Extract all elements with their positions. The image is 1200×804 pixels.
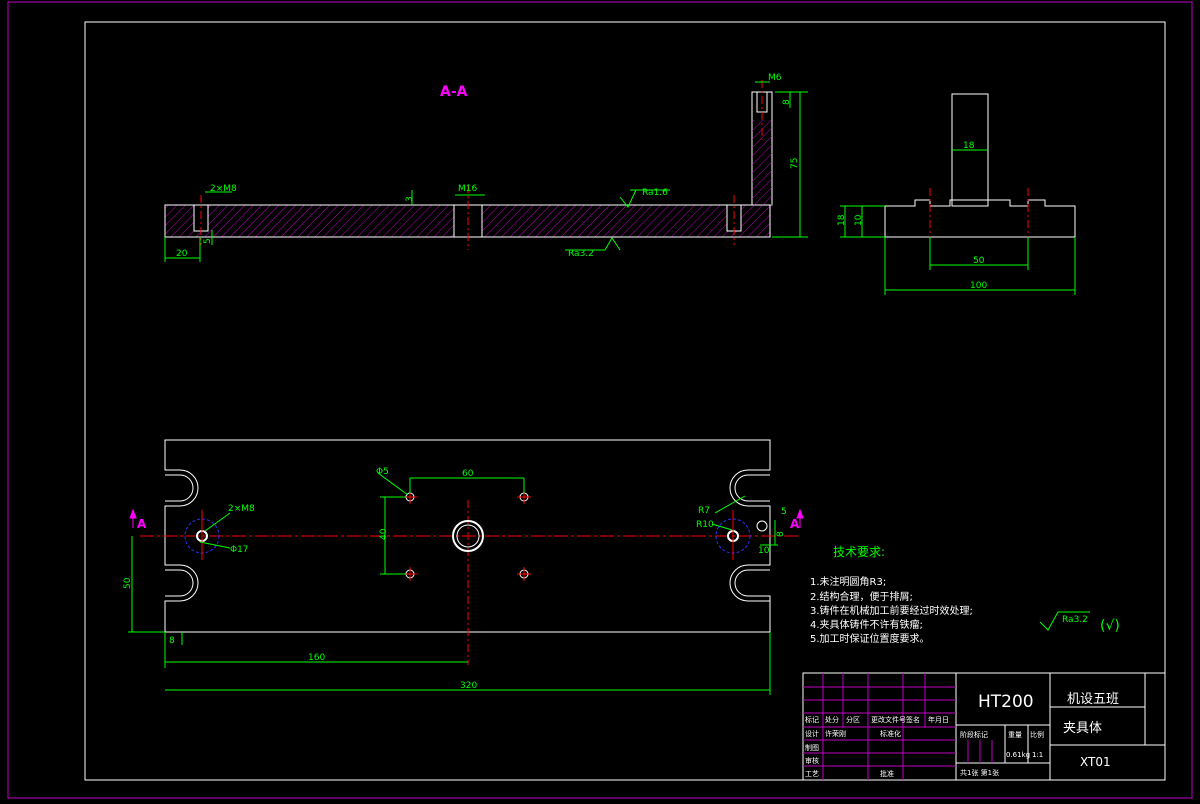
tb-drawing-no: XT01 xyxy=(1080,755,1111,769)
tech-item-4: 4.夹具体铸件不许有铁瘤; xyxy=(810,618,923,631)
title-block: 标记 处分 分区 更改文件号 签名 年月日 设计 许荣刚 标准化 制图 审核 工… xyxy=(802,672,1166,781)
tb-label-mark: 标记 xyxy=(805,715,819,724)
tb-approve: 批准 xyxy=(880,769,894,778)
tb-material: HT200 xyxy=(978,692,1034,712)
dim-r10: R10 xyxy=(696,520,714,530)
dim-8-plan: 8 xyxy=(169,636,175,646)
tech-item-3: 3.铸件在机械加工前要经过时效处理; xyxy=(810,604,973,617)
tb-label-count: 处分 xyxy=(825,715,839,724)
tb-stage: 阶段标记 xyxy=(960,730,988,739)
tb-weight-value: 0.61kg xyxy=(1006,751,1030,759)
outer-frame xyxy=(7,1,1193,799)
roughness-value: Ra3.2 xyxy=(1062,615,1088,625)
tb-scale-value: 1:1 xyxy=(1032,751,1043,759)
roughness-check: (√) xyxy=(1100,618,1120,634)
section-marker-right: A xyxy=(790,517,800,531)
upright-hatch xyxy=(752,120,772,205)
tb-process: 工艺 xyxy=(805,770,819,778)
dim-5-plan: 5 xyxy=(781,507,787,517)
dim-75: 75 xyxy=(790,158,800,169)
tech-item-1: 1.未注明圆角R3; xyxy=(810,575,886,588)
tb-std: 标准化 xyxy=(880,729,901,738)
tb-weight-label: 重量 xyxy=(1008,731,1022,739)
dim-40: 40 xyxy=(379,528,389,540)
tech-item-5: 5.加工时保证位置度要求。 xyxy=(810,632,930,645)
tb-part-name: 夹具体 xyxy=(1063,721,1102,736)
tech-title: 技术要求: xyxy=(833,545,885,559)
inner-frame xyxy=(84,21,1166,781)
dim-3: 3 xyxy=(405,196,415,202)
dim-50-plan: 50 xyxy=(123,577,133,589)
dim-m16: M16 xyxy=(458,184,477,194)
dim-60: 60 xyxy=(462,469,474,479)
dim-8-right: 8 xyxy=(776,531,786,537)
dim-ra32: Ra3.2 xyxy=(568,249,594,259)
tb-label-date: 年月日 xyxy=(928,715,949,724)
dim-r7: R7 xyxy=(698,506,710,516)
roughness-symbol xyxy=(1039,611,1090,631)
dim-5: 5 xyxy=(203,238,213,244)
tech-requirements: 技术要求: 1.未注明圆角R3; 2.结构合理，便于排屑; 3.铸件在机械加工前… xyxy=(810,545,1120,645)
dim-m6: M6 xyxy=(768,73,782,83)
dim-2xm8-plan: 2×M8 xyxy=(228,504,255,514)
tb-class: 机设五班 xyxy=(1067,692,1119,707)
dim-18-top: 18 xyxy=(963,141,975,151)
tb-label-doc: 更改文件号 xyxy=(871,715,906,724)
dim-2xm8: 2×M8 xyxy=(210,184,237,194)
tech-item-2: 2.结构合理，便于排屑; xyxy=(810,590,913,603)
tb-label-zone: 分区 xyxy=(846,715,860,724)
section-label: A-A xyxy=(440,84,468,100)
center-bore xyxy=(452,520,484,552)
tb-label-sign: 签名 xyxy=(906,715,920,724)
dim-phi17: Φ17 xyxy=(230,545,249,555)
side-view: 18 18 10 50 100 xyxy=(837,93,1076,295)
plan-view: A A Φ5 60 40 2×M8 Φ1 xyxy=(123,439,804,695)
dim-ra16: Ra1.6 xyxy=(642,188,668,198)
tb-design: 设计 xyxy=(805,729,819,738)
dim-20: 20 xyxy=(176,249,188,259)
dim-50: 50 xyxy=(973,256,985,266)
dim-100: 100 xyxy=(970,281,987,291)
dim-160: 160 xyxy=(308,653,325,663)
tb-scale-label: 比例 xyxy=(1030,730,1044,739)
section-marker-left: A xyxy=(137,517,147,531)
section-view: A-A xyxy=(164,73,808,262)
dim-10: 10 xyxy=(854,214,864,226)
dim-8: 8 xyxy=(782,99,792,105)
tb-draw: 制图 xyxy=(805,743,819,752)
tb-designer: 许荣刚 xyxy=(825,729,846,738)
side-body xyxy=(884,199,1076,238)
dim-10-plan: 10 xyxy=(758,546,770,556)
dim-phi5: Φ5 xyxy=(376,467,389,477)
dim-320: 320 xyxy=(460,681,477,691)
dim-18: 18 xyxy=(837,214,847,226)
tb-review: 审核 xyxy=(805,756,819,765)
tb-sheets: 共1张 第1张 xyxy=(960,768,999,777)
